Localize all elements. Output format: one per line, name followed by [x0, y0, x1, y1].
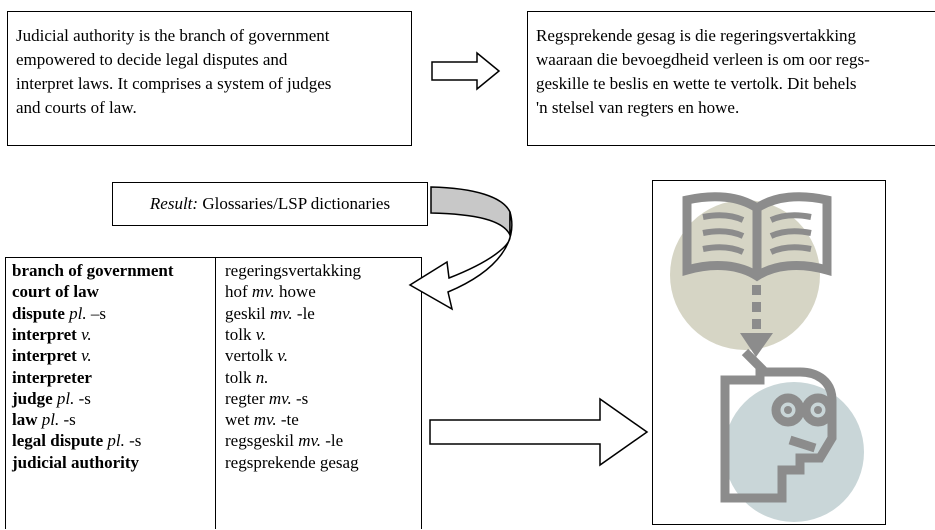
curved-arrow-icon	[408, 186, 513, 311]
glossary-row: judicial authority regsprekende gesag	[6, 452, 421, 473]
glossary-row: legal dispute pl. -s regsgeskil mv. -le	[6, 430, 421, 451]
glossary-row: law pl. -s wet mv. -te	[6, 409, 421, 430]
english-term: court of law	[12, 282, 99, 302]
afrikaans-translation: tolk v.	[225, 324, 267, 344]
english-term: interpret v.	[12, 324, 92, 344]
afrikaans-definition-line: geskille te beslis en wette te vertolk. …	[536, 74, 857, 93]
afrikaans-translation: regsprekende gesag	[225, 452, 359, 472]
dictionary-reader-face-icon	[720, 348, 837, 503]
afrikaans-translation: vertolk v.	[225, 346, 288, 366]
afrikaans-translation: hof mv. howe	[225, 282, 316, 302]
english-term: interpreter	[12, 367, 92, 387]
circle-top-bg	[670, 200, 820, 350]
result-text: Glossaries/LSP dictionaries	[202, 194, 391, 213]
glossary-row: judge pl. -s regter mv. -s	[6, 388, 421, 409]
dashed-down-arrow-icon	[740, 285, 773, 357]
english-term: judge pl. -s	[12, 388, 91, 408]
glossary-row: court of law hof mv. howe	[6, 281, 421, 302]
illustration	[670, 192, 864, 522]
english-definition-box: Judicial authority is the branch of gove…	[7, 11, 412, 146]
afrikaans-translation: geskil mv. -le	[225, 303, 315, 323]
result-label: Result:	[149, 194, 199, 213]
column-divider	[215, 258, 216, 529]
glossary-row: interpret v. tolk v.	[6, 324, 421, 345]
afrikaans-definition-line: waaraan die bevoegdheid verleen is om oo…	[536, 50, 870, 69]
glossary-row: interpret v. vertolk v.	[6, 345, 421, 366]
glossary-row: dispute pl. –s geskil mv. -le	[6, 303, 421, 324]
english-term: branch of government	[12, 261, 174, 280]
afrikaans-definition-box: Regsprekende gesag is die regeringsverta…	[527, 11, 935, 146]
arrow-right-bottom-icon	[429, 397, 649, 467]
english-term: dispute pl. –s	[12, 303, 107, 323]
afrikaans-definition-line: 'n stelsel van regters en howe.	[536, 98, 740, 117]
english-term: legal dispute pl. -s	[12, 431, 142, 451]
open-book-icon	[682, 192, 832, 282]
english-term: law pl. -s	[12, 410, 76, 430]
arrow-right-top-icon	[431, 51, 501, 91]
afrikaans-translation: regsgeskil mv. -le	[225, 431, 344, 451]
afrikaans-translation: wet mv. -te	[225, 410, 299, 430]
afrikaans-definition-line: Regsprekende gesag is die regeringsverta…	[536, 26, 857, 45]
glossary-row: interpreter tolk n.	[6, 367, 421, 388]
english-definition-line: Judicial authority is the branch of gove…	[16, 26, 330, 45]
result-box: Result: Glossaries/LSP dictionaries	[112, 182, 428, 226]
afrikaans-translation: tolk n.	[225, 367, 269, 387]
afrikaans-translation: regeringsvertakking	[225, 261, 361, 280]
english-term: interpret v.	[12, 346, 92, 366]
english-definition-line: empowered to decide legal disputes and	[16, 50, 288, 69]
english-term: judicial authority	[12, 452, 140, 472]
afrikaans-translation: regter mv. -s	[225, 388, 309, 408]
english-definition-line: and courts of law.	[16, 98, 137, 117]
glossary-row: branch of government regeringsvertakking	[6, 260, 421, 281]
english-definition-line: interpret laws. It comprises a system of…	[16, 74, 332, 93]
